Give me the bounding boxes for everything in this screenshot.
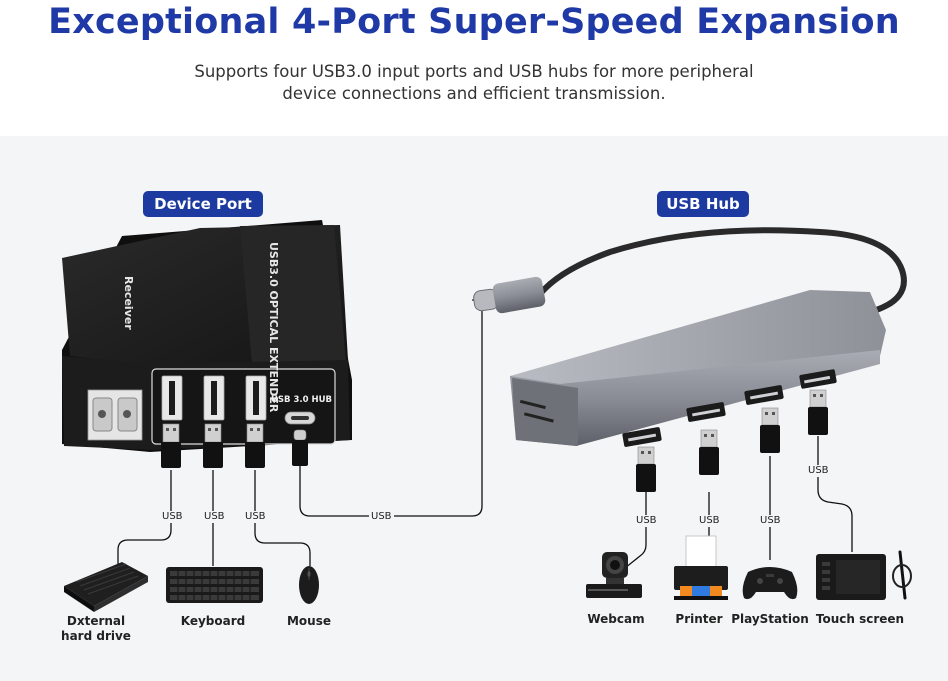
device-label-touchscreen: Touch screen — [815, 612, 905, 626]
cable-label-hard-drive: USB — [160, 511, 185, 523]
receiver-top-label: USB3.0 OPTICAL EXTENDER — [267, 242, 280, 413]
keyboard-icon — [166, 567, 263, 603]
device-label-printer: Printer — [675, 612, 723, 626]
receiver-side-label: Receiver — [122, 276, 135, 330]
device-label-keyboard: Keyboard — [180, 614, 246, 628]
device-label-mouse: Mouse — [286, 614, 331, 628]
cable-touchscreen — [817, 436, 853, 552]
usb-plug — [203, 423, 223, 468]
cable-label-main: USB — [369, 511, 394, 523]
cable-mouse — [254, 470, 311, 566]
mouse-icon — [299, 566, 319, 604]
usb-plug — [699, 429, 719, 475]
device-label-playstation: PlayStation — [731, 612, 809, 626]
game-controller-icon — [742, 567, 798, 600]
cable-label-keyboard: USB — [202, 511, 227, 523]
usb-hub-label: USB Hub — [657, 191, 749, 217]
receiver-hub-label: USB 3.0 HUB — [271, 395, 332, 405]
device-label-webcam: Webcam — [587, 612, 645, 626]
hub-usb-plugs — [636, 389, 828, 492]
receiver-box: Receiver USB3.0 OPTICAL EXTENDER USB 3.0… — [62, 220, 352, 452]
webcam-icon — [586, 552, 642, 598]
usb-plug — [245, 423, 265, 468]
headline: Exceptional 4-Port Super-Speed Expansion — [48, 2, 900, 42]
cable-label-webcam: USB — [634, 515, 659, 527]
cable-label-touchscreen: USB — [806, 465, 831, 477]
usb-hub — [473, 227, 907, 447]
cable-label-playstation: USB — [758, 515, 783, 527]
printer-icon — [674, 535, 728, 600]
device-port-label: Device Port — [143, 191, 263, 217]
hard-drive-icon — [64, 562, 148, 612]
subtitle-line-2: device connections and efficient transmi… — [282, 84, 666, 103]
cable-label-printer: USB — [697, 515, 722, 527]
usb-plug — [760, 407, 780, 453]
usb-c-plug — [292, 429, 308, 466]
drawing-tablet-icon — [816, 550, 912, 600]
usb-plug — [161, 423, 181, 468]
device-label-hard-drive: Dxternal hard drive — [61, 614, 131, 643]
hub-usb-c-plug — [473, 276, 546, 314]
sfp-module — [87, 389, 143, 441]
usb-plug — [808, 389, 828, 435]
receiver-usb-plugs — [161, 423, 308, 468]
subtitle-line-1: Supports four USB3.0 input ports and USB… — [194, 62, 754, 81]
cable-hard-drive — [117, 470, 172, 566]
cable-label-mouse: USB — [243, 511, 268, 523]
usb-plug — [636, 446, 656, 492]
cable-webcam — [624, 492, 647, 569]
